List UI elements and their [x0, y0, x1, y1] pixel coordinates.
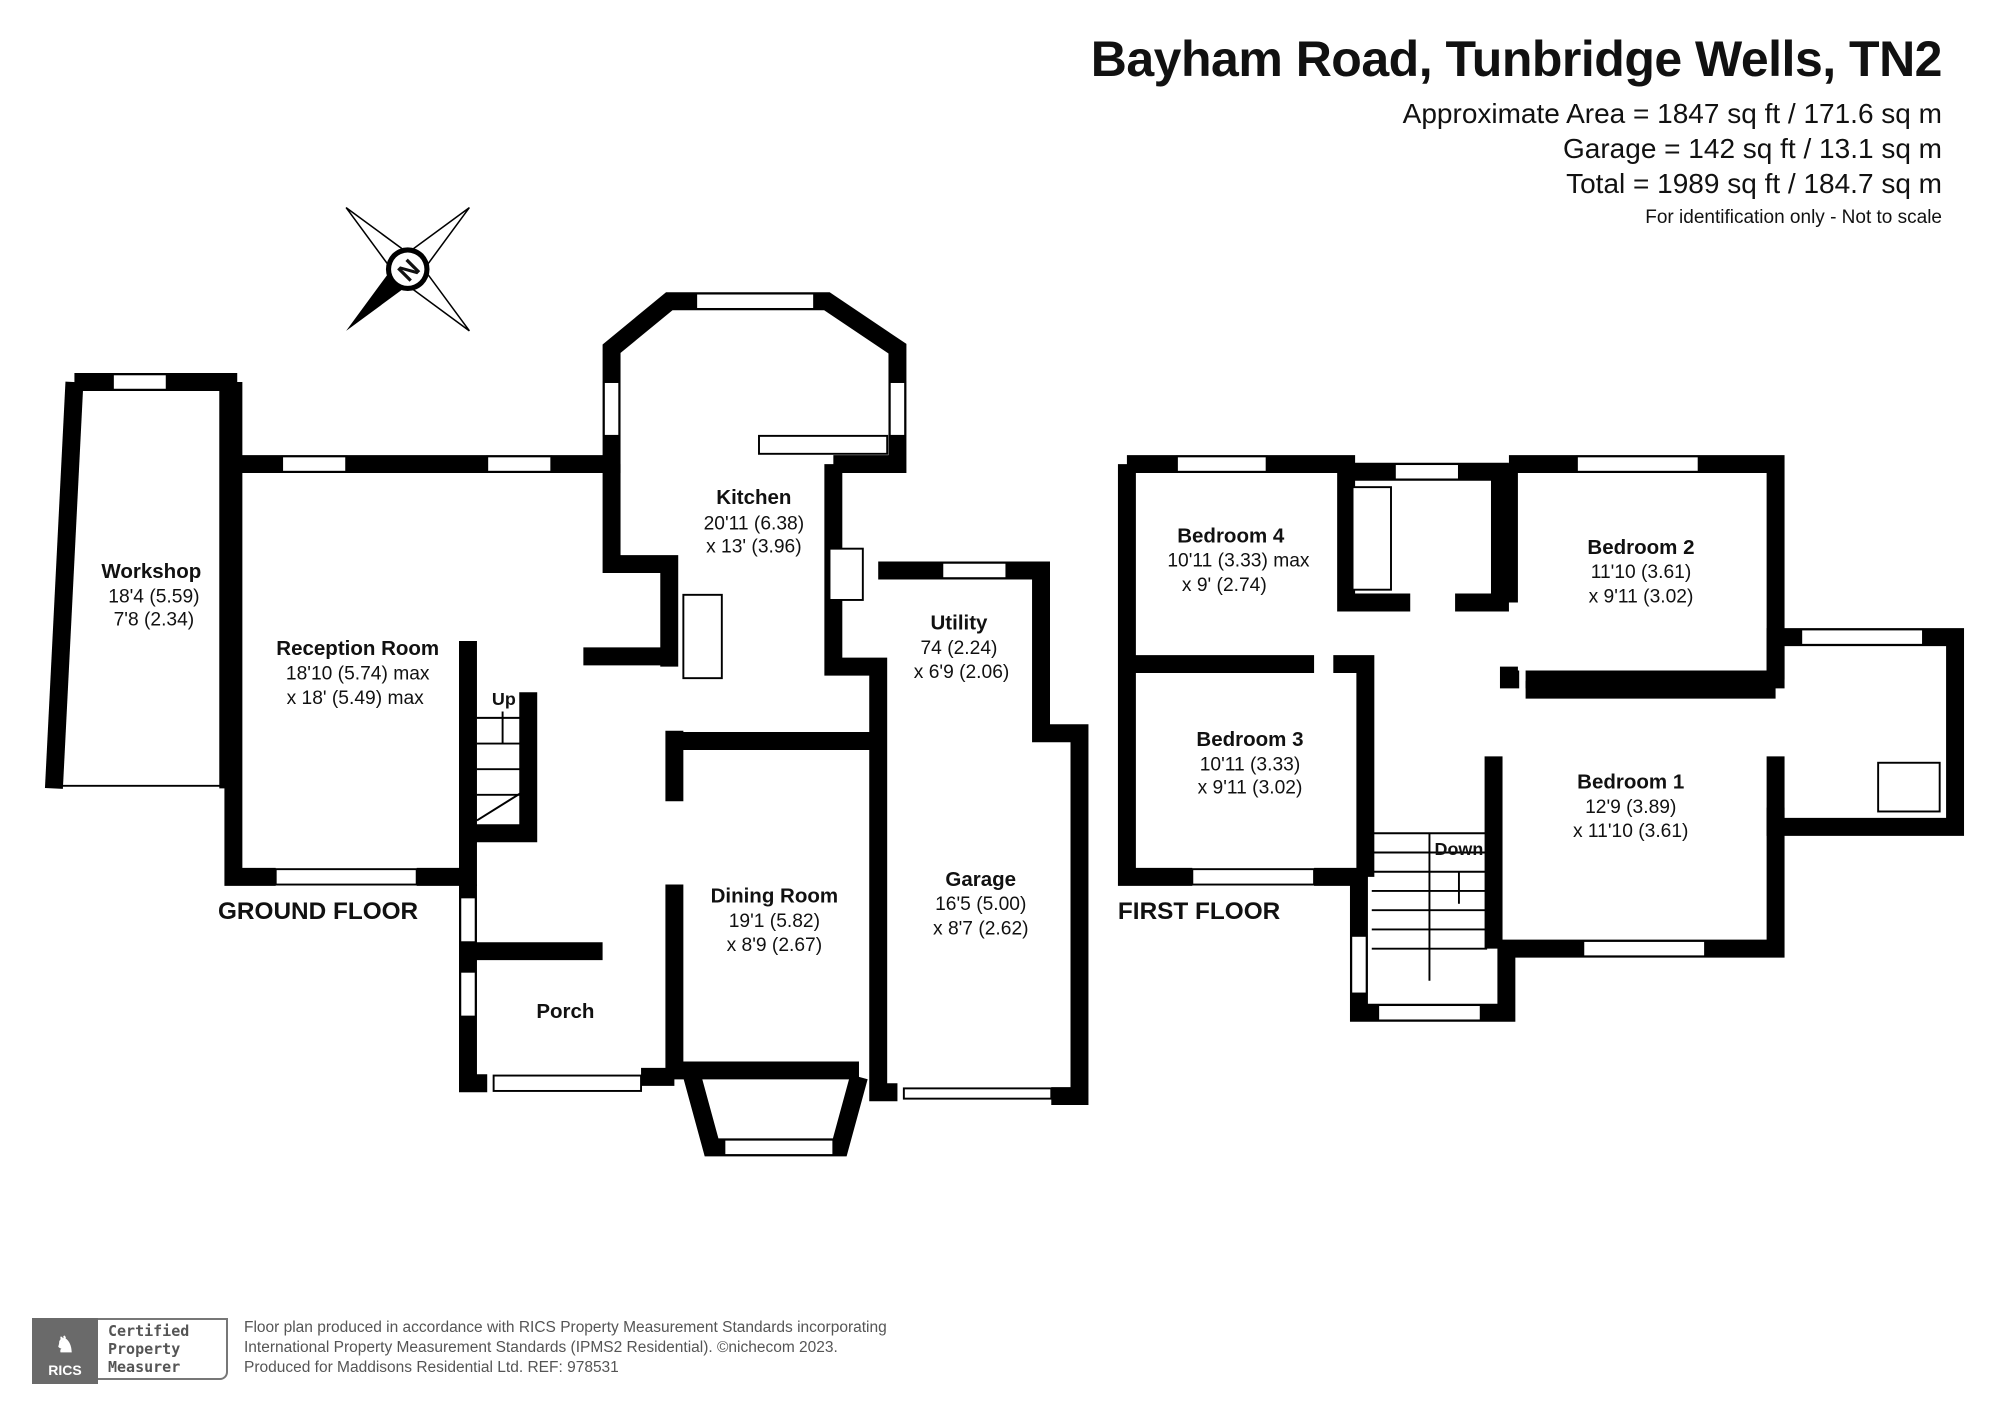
room-dim-bedroom-2-1: 11'10 (3.61)	[1591, 562, 1692, 583]
room-name-workshop: Workshop	[101, 560, 201, 583]
room-dim-bedroom-1-1: 12'9 (3.89)	[1585, 797, 1676, 818]
room-dim-workshop-1: 18'4 (5.59)	[108, 587, 199, 608]
property-title: Bayham Road, Tunbridge Wells, TN2	[1090, 31, 1943, 87]
ground-floor-windows	[111, 292, 1053, 1157]
footer-line-2: International Property Measurement Stand…	[244, 1339, 838, 1356]
room-dim-utility-2: x 6'9 (2.06)	[914, 662, 1010, 683]
room-name-garage: Garage	[945, 868, 1016, 891]
first-floor-stairs	[1371, 832, 1488, 981]
room-dim-dining-2: x 8'9 (2.67)	[727, 935, 823, 956]
footer-text: Floor plan produced in accordance with R…	[244, 1318, 887, 1378]
room-dim-kitchen-2: x 13' (3.96)	[706, 537, 802, 558]
room-name-bedroom-4: Bedroom 4	[1177, 524, 1285, 547]
room-dim-bedroom-3-1: 10'11 (3.33)	[1200, 754, 1301, 775]
footer-line-1: Floor plan produced in accordance with R…	[244, 1319, 887, 1336]
rics-lion-icon: ♞	[55, 1332, 75, 1357]
room-dim-reception-2: x 18' (5.49) max	[287, 688, 425, 709]
approximate-area: Approximate Area = 1847 sq ft / 171.6 sq…	[1402, 98, 1942, 129]
room-dim-garage-2: x 8'7 (2.62)	[933, 919, 1029, 940]
total-area: Total = 1989 sq ft / 184.7 sq m	[1566, 168, 1942, 199]
stairs-down-label: Down	[1435, 839, 1484, 859]
room-dim-workshop-2: 7'8 (2.34)	[114, 610, 195, 631]
room-name-bedroom-3: Bedroom 3	[1196, 728, 1303, 751]
room-dim-bedroom-3-2: x 9'11 (3.02)	[1198, 778, 1303, 799]
stairs-up-label: Up	[492, 689, 516, 709]
room-dim-bedroom-1-2: x 11'10 (3.61)	[1573, 821, 1689, 842]
room-dim-utility-1: 74 (2.24)	[921, 638, 998, 659]
first-floor-windows	[1175, 455, 1941, 1022]
room-name-bedroom-1: Bedroom 1	[1577, 770, 1684, 793]
first-floor-label: FIRST FLOOR	[1118, 898, 1281, 925]
ground-floor-stairs	[476, 711, 529, 822]
garage-area: Garage = 142 sq ft / 13.1 sq m	[1563, 133, 1942, 164]
ground-floor-label: GROUND FLOOR	[218, 898, 419, 925]
footer-line-3: Produced for Maddisons Residential Ltd. …	[244, 1359, 619, 1376]
rics-logo-text: RICS	[48, 1362, 82, 1378]
room-dim-bedroom-2-2: x 9'11 (3.02)	[1589, 587, 1694, 608]
rics-logo: ♞ RICS	[32, 1318, 98, 1384]
room-name-kitchen: Kitchen	[716, 486, 791, 509]
room-name-bedroom-2: Bedroom 2	[1587, 536, 1694, 559]
room-dim-garage-1: 16'5 (5.00)	[935, 894, 1026, 915]
room-dim-bedroom-4-2: x 9' (2.74)	[1182, 575, 1267, 596]
room-dim-bedroom-4-1: 10'11 (3.33) max	[1167, 551, 1310, 572]
compass-icon	[345, 206, 470, 332]
certified-badge: Certified Property Measurer	[98, 1318, 228, 1380]
footer: ♞ RICS Certified Property Measurer Floor…	[32, 1318, 887, 1384]
room-name-dining: Dining Room	[711, 884, 839, 907]
disclaimer-note: For identification only - Not to scale	[1645, 207, 1942, 228]
cert-line-3: Measurer	[108, 1358, 181, 1376]
room-name-porch: Porch	[536, 1000, 594, 1023]
room-dim-reception-1: 18'10 (5.74) max	[286, 663, 430, 684]
room-dim-dining-1: 19'1 (5.82)	[729, 911, 820, 932]
room-name-utility: Utility	[931, 611, 989, 634]
room-name-reception: Reception Room	[276, 637, 439, 660]
cert-line-2: Property	[108, 1340, 181, 1358]
cert-line-1: Certified	[108, 1322, 190, 1340]
room-dim-kitchen-1: 20'11 (6.38)	[704, 513, 805, 534]
